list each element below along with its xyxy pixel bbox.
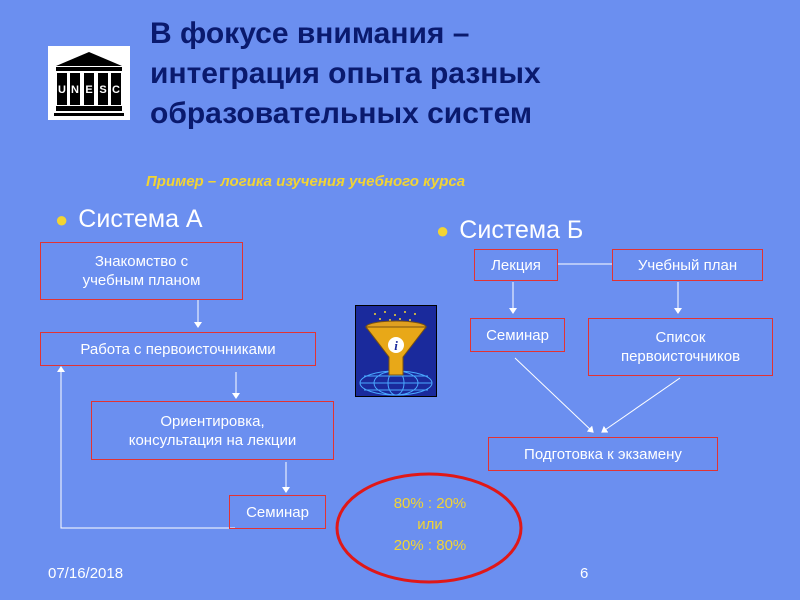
box-text-line: Ориентировка, <box>160 412 265 430</box>
box-seminar-b: Семинар <box>470 318 565 352</box>
box-text-line: консультация на лекции <box>128 431 297 449</box>
box-seminar-a: Семинар <box>229 495 326 529</box>
diagram-subtitle: Пример – логика изучения учебного курса <box>146 173 466 190</box>
ratio-line-1: 80% : 20% <box>393 495 467 512</box>
title-line-1: В фокусе внимания – <box>150 17 470 50</box>
system-a-label: Система А <box>78 205 203 233</box>
funnel-info-icon: i <box>354 304 438 398</box>
ratio-text: 80% : 20% или 20% : 80% <box>345 493 515 556</box>
unesco-logo: U N E S C <box>48 46 130 120</box>
box-text-line: Знакомство с <box>94 253 189 270</box>
box-text: Семинар <box>486 326 549 344</box>
box-text-line: учебным планом <box>82 272 201 289</box>
svg-text:C: C <box>112 84 120 96</box>
box-acquaintance-curriculum: Знакомство с учебным планом <box>40 242 243 300</box>
box-lecture: Лекция <box>474 249 558 281</box>
footer-date: 07/16/2018 <box>48 565 124 582</box>
box-text-line: первоисточников <box>620 348 741 365</box>
box-text: Семинар <box>246 503 309 521</box>
box-text: Лекция <box>491 256 541 274</box>
system-b-heading: ● Система Б <box>436 216 583 245</box>
box-primary-sources: Работа с первоисточниками <box>40 332 316 366</box>
bullet-icon: ● <box>436 218 450 243</box>
title-line-2: интеграция опыта разных <box>150 57 541 90</box>
ratio-line-2: или <box>417 516 443 533</box>
bullet-icon: ● <box>55 207 69 232</box>
arrow-b4 <box>601 377 681 433</box>
svg-text:E: E <box>85 84 92 96</box>
system-b-label: Система Б <box>459 216 584 244</box>
box-orientation-consultation: Ориентировка, консультация на лекции <box>91 401 334 460</box>
box-text-line: Список <box>655 329 706 346</box>
svg-text:i: i <box>394 338 398 353</box>
box-source-list: Список первоисточников <box>588 318 773 376</box>
svg-text:N: N <box>71 84 79 96</box>
box-text: Работа с первоисточниками <box>80 340 276 358</box>
box-text: Подготовка к экзамену <box>524 445 682 463</box>
arrow-b3 <box>514 357 594 433</box>
ratio-line-3: 20% : 80% <box>393 537 467 554</box>
svg-text:S: S <box>99 84 106 96</box>
box-curriculum: Учебный план <box>612 249 763 281</box>
footer-page-number: 6 <box>580 565 589 582</box>
svg-text:U: U <box>58 84 66 96</box>
box-text: Учебный план <box>637 256 738 274</box>
title-line-3: образовательных систем <box>150 97 533 130</box>
system-a-heading: ● Система А <box>55 205 203 234</box>
page-title: В фокусе внимания – интеграция опыта раз… <box>150 14 770 134</box>
box-exam-prep: Подготовка к экзамену <box>488 437 718 471</box>
